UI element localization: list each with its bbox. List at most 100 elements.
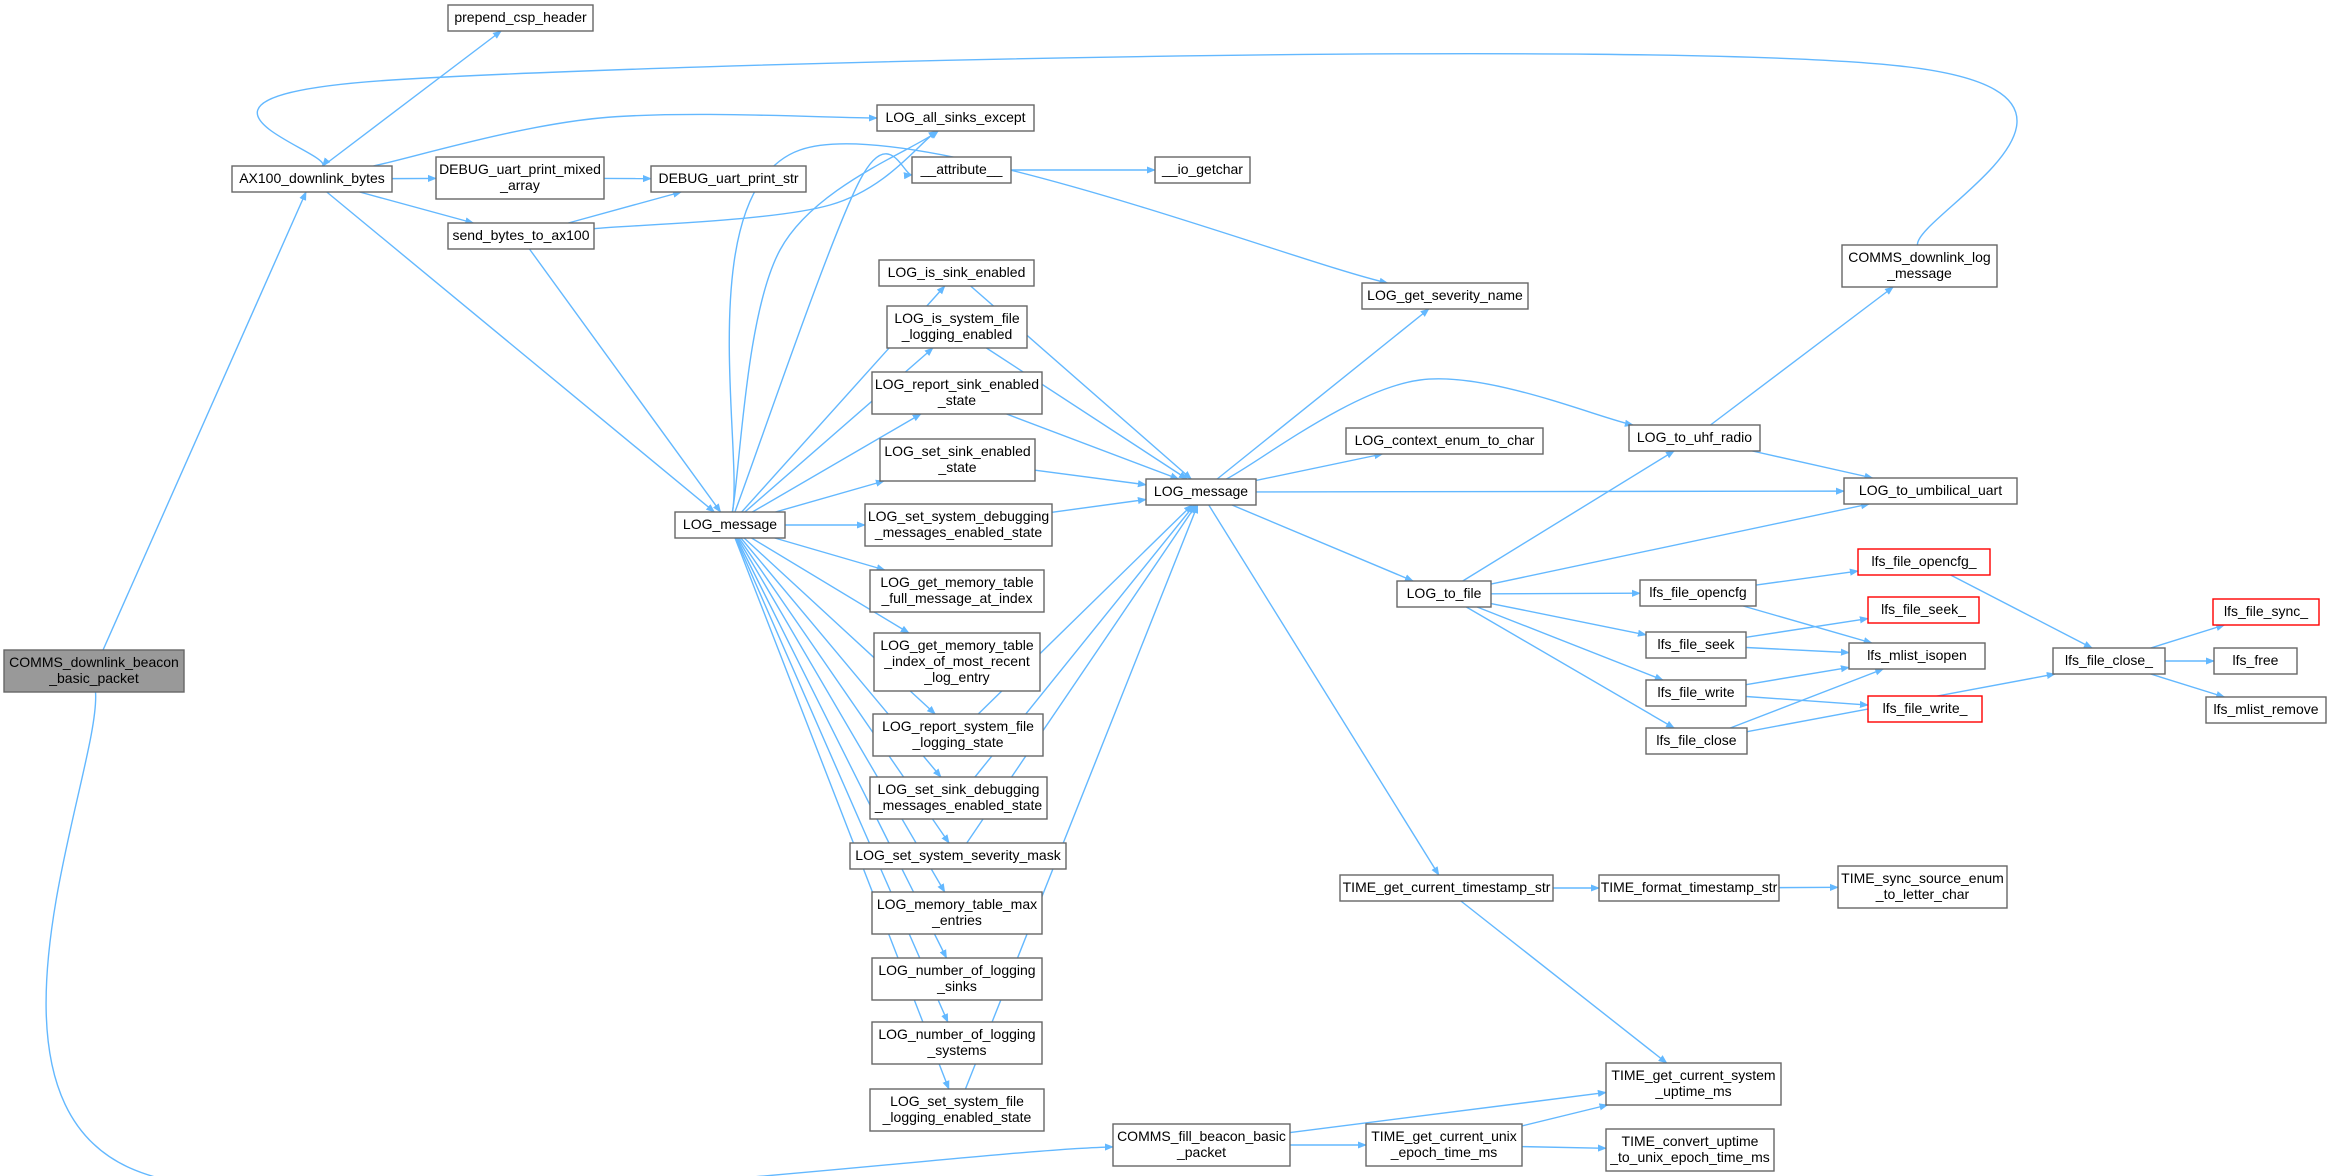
node-comms_dl_log[interactable]: COMMS_downlink_log_message bbox=[1841, 244, 1998, 288]
node-set_sev[interactable]: LOG_set_system_severity_mask bbox=[849, 842, 1067, 870]
node-file_close[interactable]: lfs_file_close bbox=[1645, 727, 1748, 755]
node-to_uhf[interactable]: LOG_to_uhf_radio bbox=[1628, 424, 1761, 452]
node-prepend[interactable]: prepend_csp_header bbox=[447, 4, 594, 32]
node-label: LOG_to_uhf_radio bbox=[1637, 429, 1752, 445]
node-label: _epoch_time_ms bbox=[1390, 1144, 1498, 1160]
node-to_file[interactable]: LOG_to_file bbox=[1396, 580, 1492, 608]
node-label: LOG_set_system_severity_mask bbox=[855, 847, 1061, 863]
node-dbg_str[interactable]: DEBUG_uart_print_str bbox=[650, 165, 807, 193]
node-getchar[interactable]: __io_getchar bbox=[1154, 156, 1251, 184]
node-box bbox=[2205, 696, 2327, 724]
node-box bbox=[871, 891, 1043, 935]
node-box bbox=[1154, 156, 1251, 184]
edge-send_bytes-to-log_all bbox=[593, 130, 938, 230]
edge-log_msg2-to-ctx_enum bbox=[1255, 452, 1384, 482]
node-ctx_enum[interactable]: LOG_context_enum_to_char bbox=[1345, 427, 1544, 455]
node-attr[interactable]: __attribute__ bbox=[911, 156, 1012, 184]
node-num_sinks[interactable]: LOG_number_of_logging_sinks bbox=[871, 957, 1043, 1001]
node-label: lfs_mlist_isopen bbox=[1867, 647, 1967, 663]
node-set_sysdbg[interactable]: LOG_set_system_debugging_messages_enable… bbox=[864, 503, 1053, 547]
edge-layer bbox=[45, 30, 2226, 1176]
node-box bbox=[1361, 282, 1529, 310]
node-mlist_remove[interactable]: lfs_mlist_remove bbox=[2205, 696, 2327, 724]
node-mlist_isopen[interactable]: lfs_mlist_isopen bbox=[1848, 642, 1986, 670]
node-label: _to_letter_char bbox=[1875, 886, 1970, 902]
node-box bbox=[1837, 865, 2008, 909]
edge-log_msg2-to-time_ts bbox=[1208, 504, 1440, 876]
node-label: _state bbox=[937, 459, 976, 475]
node-box bbox=[871, 957, 1043, 1001]
node-label: _messages_enabled_state bbox=[874, 797, 1043, 813]
node-time_unix[interactable]: TIME_get_current_unix_epoch_time_ms bbox=[1365, 1123, 1523, 1167]
node-time_sync[interactable]: TIME_sync_source_enum_to_letter_char bbox=[1837, 865, 2008, 909]
edge-to_uhf-to-comms_dl_log bbox=[1710, 286, 1894, 426]
edge-file_opencfg_-to-file_close_ bbox=[1950, 574, 2093, 649]
node-rep_sysfile[interactable]: LOG_report_system_file_logging_state bbox=[872, 713, 1044, 757]
node-box bbox=[1628, 424, 1761, 452]
node-mem_full[interactable]: LOG_get_memory_table_full_message_at_ind… bbox=[869, 569, 1045, 613]
node-label: _log_entry bbox=[923, 669, 989, 685]
node-file_close_[interactable]: lfs_file_close_ bbox=[2052, 647, 2166, 675]
node-file_seek_[interactable]: lfs_file_seek_ bbox=[1867, 596, 1980, 624]
node-label: TIME_format_timestamp_str bbox=[1601, 879, 1778, 895]
node-time_fmt[interactable]: TIME_format_timestamp_str bbox=[1598, 874, 1780, 902]
node-file_sync_[interactable]: lfs_file_sync_ bbox=[2212, 598, 2320, 626]
node-root[interactable]: COMMS_downlink_beacon_basic_packet bbox=[3, 649, 185, 693]
edge-log_msg1-to-mem_max bbox=[737, 537, 946, 893]
node-send_bytes[interactable]: send_bytes_to_ax100 bbox=[447, 222, 595, 250]
node-rep_sink[interactable]: LOG_report_sink_enabled_state bbox=[871, 371, 1043, 415]
node-log_msg1[interactable]: LOG_message bbox=[674, 511, 786, 539]
node-set_sinkdbg[interactable]: LOG_set_sink_debugging_messages_enabled_… bbox=[869, 776, 1048, 820]
node-log_all[interactable]: LOG_all_sinks_except bbox=[876, 104, 1035, 132]
node-label: _state bbox=[937, 392, 976, 408]
node-is_sysfile[interactable]: LOG_is_system_file_logging_enabled bbox=[886, 305, 1028, 349]
node-box bbox=[911, 156, 1012, 184]
edge-ax100-to-log_msg1 bbox=[326, 191, 716, 513]
edge-to_file-to-file_opencfg bbox=[1490, 589, 1641, 597]
node-label: _logging_state bbox=[911, 734, 1003, 750]
node-set_sysfile[interactable]: LOG_set_system_file_logging_enabled_stat… bbox=[869, 1088, 1045, 1132]
node-comms_fill[interactable]: COMMS_fill_beacon_basic_packet bbox=[1112, 1123, 1291, 1167]
node-label: prepend_csp_header bbox=[454, 9, 587, 25]
edge-to_file-to-file_seek bbox=[1490, 602, 1647, 637]
node-label: lfs_file_opencfg_ bbox=[1871, 553, 1976, 569]
node-label: COMMS_fill_beacon_basic bbox=[1117, 1128, 1286, 1144]
node-file_seek[interactable]: lfs_file_seek bbox=[1645, 631, 1747, 659]
edge-log_msg1-to-set_sink bbox=[775, 479, 885, 513]
node-num_sys[interactable]: LOG_number_of_logging_systems bbox=[871, 1021, 1043, 1065]
node-label: _systems bbox=[926, 1042, 986, 1058]
node-label: lfs_file_write bbox=[1657, 684, 1734, 700]
node-label: LOG_number_of_logging bbox=[878, 962, 1035, 978]
node-file_write_[interactable]: lfs_file_write_ bbox=[1867, 695, 1983, 723]
node-mem_max[interactable]: LOG_memory_table_max_entries bbox=[871, 891, 1043, 935]
node-dbg_mixed[interactable]: DEBUG_uart_print_mixed_array bbox=[435, 156, 605, 200]
node-label: lfs_mlist_remove bbox=[2213, 701, 2318, 717]
node-ax100[interactable]: AX100_downlink_bytes bbox=[231, 165, 393, 193]
node-file_opencfg[interactable]: lfs_file_opencfg bbox=[1639, 579, 1757, 607]
edge-set_sysdbg-to-log_msg2 bbox=[1051, 497, 1147, 513]
node-box bbox=[1345, 427, 1544, 455]
edge-log_msg1-to-sev_name bbox=[728, 143, 1389, 513]
node-sev_name[interactable]: LOG_get_severity_name bbox=[1361, 282, 1529, 310]
node-to_umb[interactable]: LOG_to_umbilical_uart bbox=[1843, 477, 2018, 505]
edge-file_seek-to-file_seek_ bbox=[1745, 616, 1869, 638]
node-lfs_free[interactable]: lfs_free bbox=[2213, 647, 2298, 675]
node-label: lfs_file_sync_ bbox=[2224, 603, 2308, 619]
node-set_sink[interactable]: LOG_set_sink_enabled_state bbox=[879, 438, 1036, 482]
node-file_opencfg_[interactable]: lfs_file_opencfg_ bbox=[1857, 548, 1991, 576]
node-time_uptime[interactable]: TIME_get_current_system_uptime_ms bbox=[1605, 1062, 1782, 1106]
node-time_ts[interactable]: TIME_get_current_timestamp_str bbox=[1339, 874, 1554, 902]
node-box bbox=[447, 4, 594, 32]
node-label: _packet bbox=[1176, 1144, 1226, 1160]
node-mem_idx[interactable]: LOG_get_memory_table_index_of_most_recen… bbox=[873, 632, 1041, 692]
node-time_conv[interactable]: TIME_convert_uptime_to_unix_epoch_time_m… bbox=[1605, 1128, 1775, 1172]
node-is_sink[interactable]: LOG_is_sink_enabled bbox=[878, 259, 1035, 287]
node-log_msg2[interactable]: LOG_message bbox=[1145, 478, 1257, 506]
node-box bbox=[864, 503, 1053, 547]
node-box bbox=[447, 222, 595, 250]
node-label: LOG_get_severity_name bbox=[1367, 287, 1523, 303]
node-label: _entries bbox=[931, 912, 982, 928]
node-file_write[interactable]: lfs_file_write bbox=[1645, 679, 1747, 707]
node-box bbox=[1365, 1123, 1523, 1167]
edge-comms_dl_log-to-ax100 bbox=[256, 53, 2018, 246]
